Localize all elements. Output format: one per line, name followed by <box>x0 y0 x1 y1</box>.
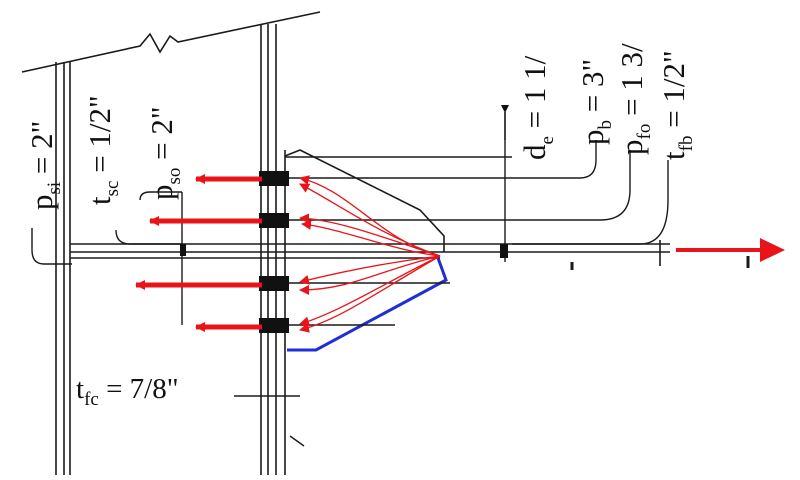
svg-text:pb = 3": pb = 3" <box>575 59 616 145</box>
bolt <box>259 318 289 333</box>
svg-text:pfo = 1 3/: pfo = 1 3/ <box>614 43 655 155</box>
bolt-force-arrows <box>135 174 262 332</box>
label-de: de = 1 1/ <box>517 55 558 160</box>
label-pso: pso = 2" <box>144 106 185 200</box>
break-line <box>21 11 321 73</box>
stress-flow-curves <box>299 175 441 333</box>
bolt <box>259 171 289 186</box>
stiffener-lower <box>287 257 448 352</box>
label-tfb: tfb = 1/2" <box>656 50 697 160</box>
label-tfc: tfc = 7/8" <box>76 373 179 410</box>
end-plate <box>260 24 286 475</box>
left-leaders <box>31 191 183 325</box>
flange-force-arrow <box>676 238 785 268</box>
bolt <box>259 276 289 291</box>
bolts <box>180 171 508 333</box>
stiffener-upper <box>284 149 445 252</box>
label-psi: psi = 2" <box>24 121 65 210</box>
svg-text:pso = 2": pso = 2" <box>144 106 185 200</box>
tfc-dimension <box>234 395 305 447</box>
bolt <box>259 213 289 228</box>
label-tsc: tsc = 1/2" <box>82 95 123 205</box>
svg-text:psi = 2": psi = 2" <box>24 121 65 210</box>
svg-text:tsc = 1/2": tsc = 1/2" <box>82 95 123 205</box>
svg-text:de = 1 1/: de = 1 1/ <box>517 55 558 160</box>
bolt-rows <box>285 156 512 326</box>
column-section <box>55 62 71 475</box>
label-pb: pb = 3" <box>575 59 616 145</box>
svg-text:tfc = 7/8": tfc = 7/8" <box>76 373 179 410</box>
label-leaders <box>512 140 669 245</box>
label-pfo: pfo = 1 3/ <box>614 43 655 155</box>
svg-text:tfb = 1/2": tfb = 1/2" <box>656 50 697 160</box>
